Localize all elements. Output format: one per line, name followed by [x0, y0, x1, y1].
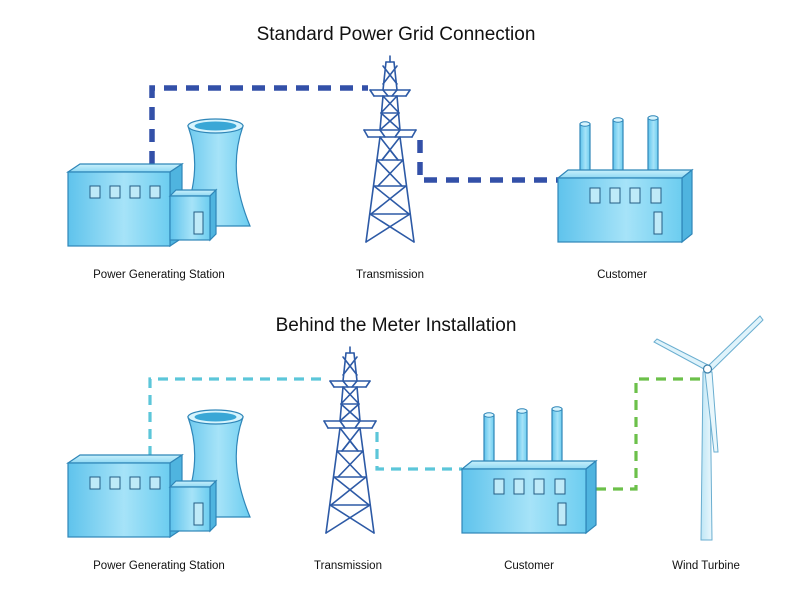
behind-meter-line [148, 377, 462, 471]
wind-turbine-icon [653, 315, 764, 541]
factory-icon [557, 115, 693, 243]
label-customer: Customer [597, 269, 647, 281]
bottom-diagram-title: Behind the Meter Installation [276, 315, 517, 336]
factory-icon [461, 406, 597, 534]
wind-connection-line [582, 377, 700, 491]
label-transmission-bottom: Transmission [314, 560, 382, 572]
label-transmission: Transmission [356, 269, 424, 281]
grid-connection-line [149, 85, 558, 183]
label-power-generating-station-bottom: Power Generating Station [93, 560, 225, 572]
label-wind-turbine: Wind Turbine [672, 560, 740, 572]
cooling-tower-icon [67, 118, 251, 247]
transmission-tower-icon [363, 55, 417, 243]
label-customer-bottom: Customer [504, 560, 554, 572]
top-diagram-title: Standard Power Grid Connection [257, 24, 536, 45]
cooling-tower-icon [67, 409, 251, 538]
label-power-generating-station: Power Generating Station [93, 269, 225, 281]
transmission-tower-icon [323, 346, 377, 534]
